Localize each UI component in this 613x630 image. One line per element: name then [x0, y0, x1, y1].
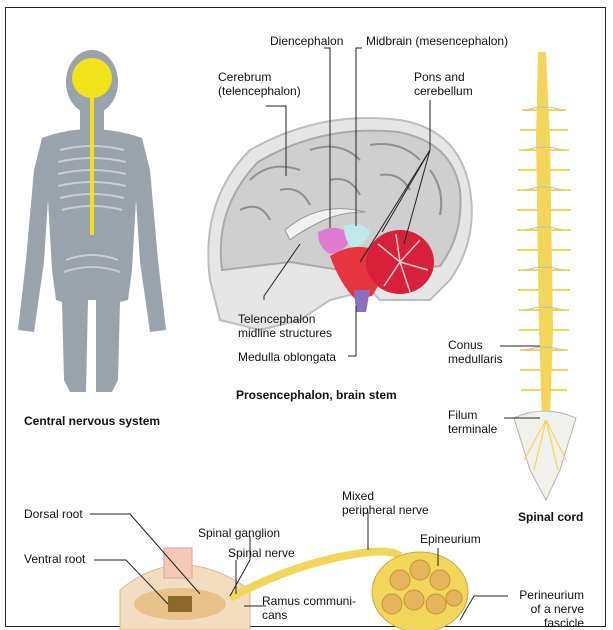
caption-spinal-cord: Spinal cord	[518, 510, 584, 524]
label-medulla-oblongata: Medulla oblongata	[238, 350, 337, 364]
midbrain-region	[344, 224, 370, 248]
label-diencephalon: Diencephalon	[270, 34, 344, 48]
peripheral-nerve-figure	[90, 512, 508, 630]
label-perineurium: Perineurium of a nerve fascicle	[519, 588, 584, 630]
label-spinal-ganglion: Spinal ganglion	[198, 526, 281, 540]
brain-highlight	[72, 58, 112, 98]
label-conus-medullaris: Conus medullaris	[448, 338, 503, 366]
spinal-cord-figure	[500, 52, 577, 502]
label-midbrain: Midbrain (mesencephalon)	[366, 34, 509, 48]
label-spinal-nerve: Spinal nerve	[228, 546, 295, 560]
diencephalon-region	[318, 227, 352, 254]
label-ramus-communicans: Ramus communi- cans	[262, 594, 357, 622]
label-mixed-peripheral-nerve: Mixed peripheral nerve	[342, 489, 429, 517]
medulla-region	[354, 290, 370, 312]
label-filum-terminale: Filum terminale	[448, 408, 498, 436]
label-cerebrum: Cerebrum (telencephalon)	[218, 70, 301, 98]
label-ventral-root: Ventral root	[24, 552, 86, 566]
label-dorsal-root: Dorsal root	[24, 507, 83, 521]
human-body-figure	[18, 50, 166, 392]
brain-section	[207, 47, 473, 357]
caption-central-nervous-system: Central nervous system	[24, 414, 161, 428]
label-pons-cerebellum: Pons and cerebellum	[414, 70, 473, 98]
label-epineurium: Epineurium	[420, 532, 481, 546]
label-telencephalon-midline: Telencephalon midline structures	[238, 312, 333, 340]
caption-prosencephalon-brain-stem: Prosencephalon, brain stem	[236, 388, 397, 402]
